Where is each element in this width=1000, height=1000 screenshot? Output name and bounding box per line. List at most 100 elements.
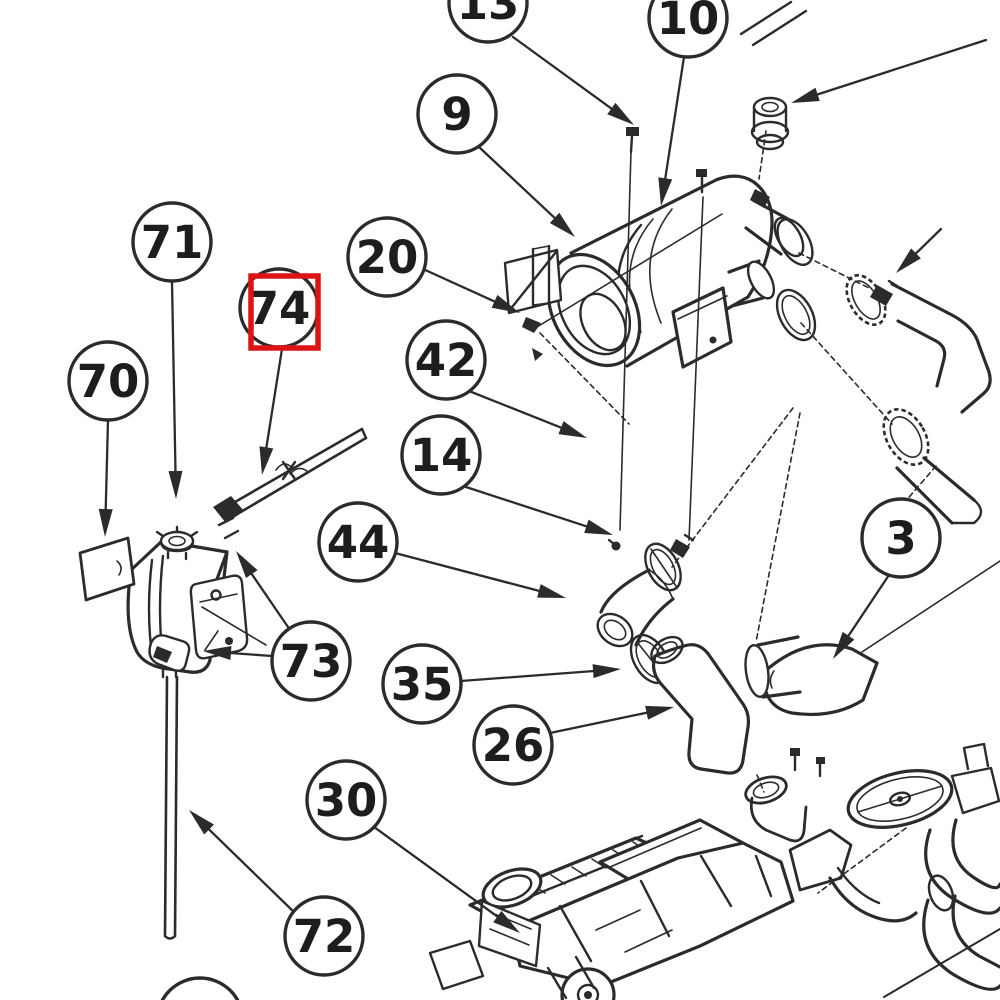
arrowhead-72 — [189, 810, 214, 835]
callout-label-20: 20 — [356, 231, 419, 284]
callout-label-13: 13 — [457, 0, 520, 30]
callout-label-35: 35 — [391, 658, 454, 711]
arrowhead-71 — [168, 470, 183, 499]
callout-circle-71[interactable] — [131, 201, 213, 283]
callout-circle-13[interactable] — [447, 0, 529, 44]
arrowhead-30 — [493, 910, 520, 933]
callout-13[interactable]: 13 — [447, 0, 529, 44]
thermostat-gooseneck — [744, 748, 825, 843]
callout-26[interactable]: 26 — [472, 704, 554, 786]
radiator-hoses-right — [922, 818, 1000, 991]
callout-circle-10[interactable] — [647, 0, 729, 59]
callout-10[interactable]: 10 — [647, 0, 729, 59]
callout-circle-30[interactable] — [305, 759, 387, 841]
leader-line-72 — [203, 824, 298, 916]
hose-clamp-upper — [607, 533, 695, 592]
arrowhead-20 — [491, 295, 520, 313]
engine-inlet-stub — [744, 635, 802, 699]
arrowhead-73 — [203, 646, 232, 661]
coolant-tank — [78, 496, 267, 940]
inlet-scoop — [503, 244, 563, 315]
cropped-callout-circle — [160, 976, 240, 1000]
bolt-13 — [626, 127, 639, 154]
callout-circle-44[interactable] — [317, 501, 399, 583]
warning-label-plate — [78, 536, 136, 602]
tank-bottom-fitting — [148, 634, 191, 679]
arrowhead-73 — [236, 551, 258, 579]
arrowhead-offscreen-right — [896, 248, 921, 273]
arrowhead-offscreen-top-right — [791, 87, 820, 103]
leader-line-26 — [548, 710, 654, 735]
callout-label-3: 3 — [885, 512, 916, 565]
callout-circle-20[interactable] — [346, 216, 428, 298]
callout-9[interactable]: 9 — [416, 73, 498, 155]
air-cleaner-assembly — [503, 169, 899, 369]
leader-line-30 — [372, 825, 504, 922]
overflow-tube — [163, 675, 179, 940]
mounting-clip — [522, 317, 541, 333]
leader-line-9 — [477, 145, 561, 224]
arrowhead-42 — [558, 421, 587, 438]
leader-line-13 — [511, 35, 618, 114]
leader-line-71 — [170, 280, 177, 479]
leader-line-42 — [467, 389, 568, 432]
callout-71[interactable]: 71 — [131, 201, 213, 283]
callout-circle-14[interactable] — [400, 414, 482, 496]
callout-label-10: 10 — [657, 0, 720, 45]
arrowhead-44 — [537, 584, 566, 598]
callout-label-70: 70 — [77, 355, 140, 408]
callout-70[interactable]: 70 — [67, 340, 149, 422]
arrowhead-70 — [98, 508, 113, 537]
arrowhead-13 — [607, 102, 634, 125]
callout-label-30: 30 — [315, 774, 378, 827]
callout-42[interactable]: 42 — [405, 319, 487, 401]
arrowhead-74 — [259, 446, 274, 475]
callout-circle-42[interactable] — [405, 319, 487, 401]
callout-circle-73[interactable] — [270, 620, 352, 702]
elbow-hose — [762, 643, 879, 717]
callout-35[interactable]: 35 — [381, 643, 463, 725]
callout-circle-9[interactable] — [416, 73, 498, 155]
callout-circle-72[interactable] — [283, 895, 365, 977]
leader-line-35 — [459, 669, 601, 683]
callout-73[interactable]: 73 — [270, 620, 352, 702]
callout-label-9: 9 — [441, 88, 472, 141]
leader-line-3 — [844, 573, 891, 642]
callout-circle-35[interactable] — [381, 643, 463, 725]
arrowhead-14 — [584, 519, 613, 535]
callout-30[interactable]: 30 — [305, 759, 387, 841]
callout-14[interactable]: 14 — [400, 414, 482, 496]
highlight-box — [248, 273, 321, 351]
arrowhead-35 — [592, 664, 621, 679]
leader-arrows — [98, 35, 988, 933]
exploded-view-artwork — [78, 0, 1000, 1000]
bent-hose — [650, 635, 751, 775]
arrowhead-10 — [658, 177, 673, 206]
callout-72[interactable]: 72 — [283, 895, 365, 977]
callout-44[interactable]: 44 — [317, 501, 399, 583]
angled-duct — [596, 568, 675, 648]
callout-circle-26[interactable] — [472, 704, 554, 786]
callout-3[interactable]: 3 — [860, 497, 942, 579]
callout-label-44: 44 — [327, 516, 390, 569]
arrowhead-26 — [645, 705, 674, 720]
arrowhead-3 — [833, 631, 855, 659]
leader-line-20 — [421, 267, 502, 306]
callout-label-74: 74 — [248, 282, 311, 335]
engine-assembly — [428, 742, 1000, 1000]
intake-cap — [750, 96, 790, 151]
leader-line-73 — [223, 651, 274, 658]
callout-circle-70[interactable] — [67, 340, 149, 422]
callout-label-73: 73 — [280, 635, 343, 688]
tank-cap — [155, 525, 199, 561]
callout-label-26: 26 — [482, 719, 545, 772]
vent-hose — [226, 427, 368, 518]
callout-20[interactable]: 20 — [346, 216, 428, 298]
leader-line-offscreen-top-right — [810, 38, 988, 98]
callout-circle-3[interactable] — [860, 497, 942, 579]
leader-line-offscreen-right — [910, 227, 943, 259]
leader-line-10 — [663, 55, 686, 186]
